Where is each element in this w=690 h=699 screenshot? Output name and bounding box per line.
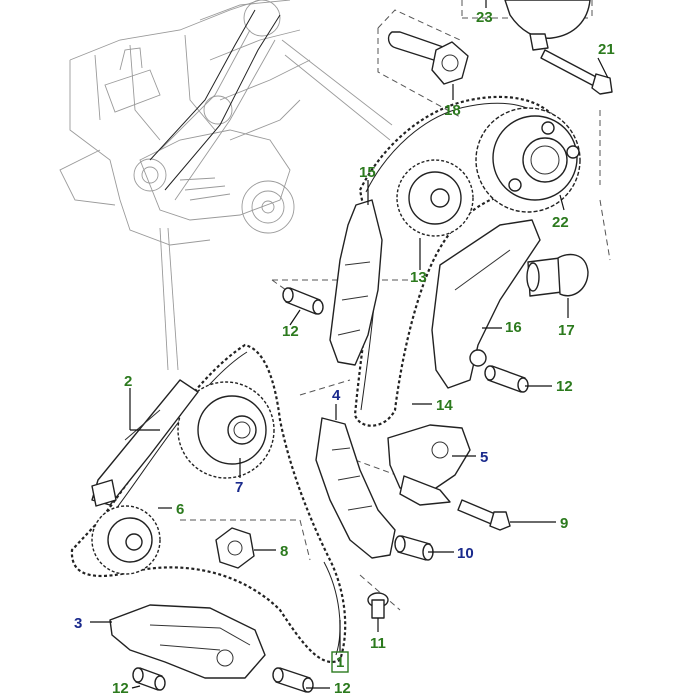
callout-8: 8 <box>280 543 288 560</box>
part-12-pin-lower-left <box>132 667 166 691</box>
part-10-pin <box>394 535 434 561</box>
leader-lines <box>90 0 609 689</box>
part-15-guide-rail <box>329 199 383 366</box>
part-11-bolt <box>367 592 389 619</box>
part-3-guide <box>109 604 266 679</box>
part-2-guide-rail <box>91 379 199 507</box>
callout-6: 6 <box>176 501 184 518</box>
callout-12-upper-left: 12 <box>282 323 299 340</box>
part-22-cam-phaser <box>475 107 581 213</box>
callout-10: 10 <box>457 545 474 562</box>
callout-1-box <box>331 651 349 673</box>
callout-15: 15 <box>359 164 376 181</box>
callout-12-upper-right: 12 <box>556 378 573 395</box>
part-17-tensioner <box>526 253 589 297</box>
callout-11: 11 <box>370 635 386 652</box>
callout-4: 4 <box>332 387 341 404</box>
lower-timing-chain <box>70 343 347 663</box>
part-5-tensioner <box>387 424 471 506</box>
callout-3: 3 <box>74 615 82 632</box>
callout-12-lower-right: 12 <box>334 680 351 697</box>
callout-5: 5 <box>480 449 488 466</box>
callout-labels: 23 21 18 15 22 13 16 17 12 12 2 14 4 5 7… <box>74 9 615 697</box>
part-23-cover <box>504 0 591 51</box>
callout-12-lower-left: 12 <box>112 680 129 697</box>
callout-1: 1 <box>336 654 344 671</box>
part-12-pin-lower-right <box>272 667 314 693</box>
part-4-tensioner-guide <box>315 417 396 559</box>
callout-18: 18 <box>444 102 461 119</box>
callout-17: 17 <box>558 322 575 339</box>
part-12-pin-upper-right <box>484 365 529 393</box>
engine-block-sketch <box>59 0 311 246</box>
part-8-nut <box>215 527 255 569</box>
callout-21: 21 <box>598 41 615 58</box>
part-16-tensioner-arm <box>431 219 541 389</box>
part-9-bolt <box>457 499 511 531</box>
callout-2: 2 <box>124 373 132 390</box>
part-12-pin-upper-left <box>282 287 324 315</box>
callout-16: 16 <box>505 319 522 336</box>
part-6-crank-sprocket <box>91 505 161 575</box>
callout-13: 13 <box>410 269 427 286</box>
callout-22: 22 <box>552 214 569 231</box>
part-18-bolt <box>387 31 469 85</box>
part-13-sprocket <box>396 159 474 237</box>
part-7-sprocket <box>177 381 275 479</box>
callout-9: 9 <box>560 515 568 532</box>
callout-14: 14 <box>436 397 453 414</box>
callout-7: 7 <box>235 479 243 496</box>
callout-23: 23 <box>476 9 493 26</box>
